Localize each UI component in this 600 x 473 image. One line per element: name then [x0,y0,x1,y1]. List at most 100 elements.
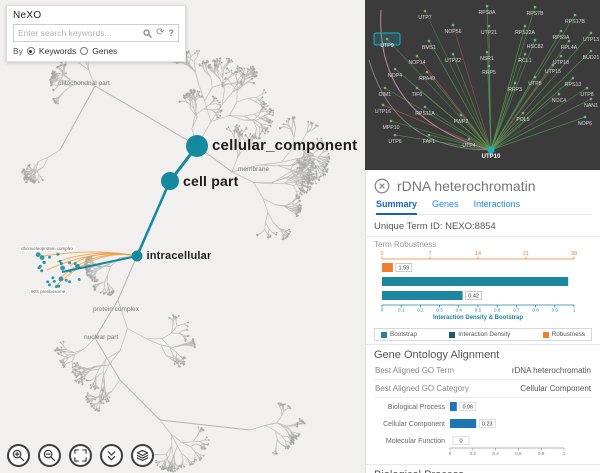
layers-icon [136,449,149,462]
zoom-in-button[interactable] [7,444,30,467]
svg-text:Cellular Component: Cellular Component [383,421,445,428]
double-chevron-down-icon [107,451,116,461]
gene-node-label[interactable]: UTP13 [583,37,599,43]
term-node-label[interactable]: cell part [183,172,239,189]
gene-node-label[interactable]: TIF6 [412,92,423,98]
tab-genes[interactable]: Genes [432,199,459,209]
term-node-label[interactable]: cellular_component [212,137,358,155]
svg-text:0.8: 0.8 [538,451,545,456]
legend-swatch [449,331,456,338]
magnifier-icon [143,28,152,38]
gene-node-label[interactable]: UTP7 [418,15,431,21]
gene-node-label[interactable]: NOP6 [578,121,592,127]
refresh-icon[interactable]: ⟳ [156,27,165,38]
help-icon[interactable]: ? [168,27,175,38]
search-box[interactable]: ⟳ ? [13,24,179,42]
term-details-panel: rDNA heterochromatin Summary Genes Inter… [365,170,600,473]
gene-node-label[interactable]: NOP14 [408,60,425,66]
gene-node-label[interactable]: UTP5 [528,81,541,87]
radio-keywords[interactable] [26,47,35,55]
close-icon[interactable] [374,178,390,194]
gene-node-label[interactable]: RRP3 [508,87,522,93]
gene-node-label[interactable]: RPS8A [478,10,496,16]
legend-swatch [542,331,549,338]
layers-button[interactable] [131,444,154,467]
gene-node-label[interactable]: PWP2 [454,119,469,125]
details-header: rDNA heterochromatin [374,178,592,194]
gene-node-label[interactable]: FAF1 [423,139,436,145]
term-node-label[interactable]: membrane [238,166,270,173]
svg-text:0.3: 0.3 [436,308,443,313]
gene-node-label[interactable]: UTP10 [482,154,501,160]
gene-node-label[interactable]: UTP8 [580,92,593,98]
zoom-out-button[interactable] [38,444,61,467]
gene-node-label[interactable]: UTP4 [462,143,475,149]
gene-node-label[interactable]: NOP4 [388,73,402,79]
gene-node-label[interactable]: RPS11A [415,111,435,117]
gene-node-label[interactable]: RPS17B [565,19,585,25]
svg-text:0: 0 [449,451,452,456]
term-node-label[interactable]: mitochondrial part [58,80,110,87]
svg-text:1: 1 [563,451,566,456]
fit-to-screen-button[interactable] [69,444,92,467]
svg-text:0: 0 [459,439,462,445]
gene-node-label[interactable]: RCL1 [518,58,531,64]
gene-node-label[interactable]: UTP22 [445,58,461,64]
gene-node-label[interactable]: DIM1 [379,92,392,98]
legend-label: Interaction Density [458,331,511,338]
gene-node-label[interactable]: RPS22A [515,30,535,36]
gene-network-panel[interactable]: UTP7 RPS8A RPS7B RPS17B NOP56 UTP21 RPS22A RPS9… [365,0,600,170]
term-node-label[interactable]: protein complex [93,306,139,313]
gene-node-label[interactable]: NOC4 [552,98,567,104]
legend-item: Interaction Density [449,331,510,338]
gene-node-label[interactable]: BMS1 [422,45,436,51]
gene-node-label[interactable]: POL5 [516,117,529,123]
search-icon[interactable] [143,28,152,38]
radio-genes[interactable] [80,47,89,55]
go-row-value: Cellular Component [520,384,591,393]
gene-node-label[interactable]: UTP16 [375,109,391,115]
svg-text:0.2: 0.2 [417,308,424,313]
search-mode-row: By Keywords Genes [13,46,179,56]
gene-node-label[interactable]: RPS7B [526,11,544,17]
gene-node-label[interactable]: UTP15 [545,69,561,75]
gene-node-label[interactable]: BUD21 [583,55,600,61]
svg-text:28: 28 [571,251,577,257]
gene-node-label[interactable]: RPL4A [561,45,578,51]
gene-node-label[interactable]: UTP6 [388,139,401,145]
collapse-levels-button[interactable] [100,444,123,467]
gene-node-label[interactable]: NOP56 [444,29,461,35]
ontology-tree-canvas[interactable] [0,0,365,473]
zoom-out-icon [43,449,56,462]
gene-node-label[interactable]: RPS13 [565,82,582,88]
term-node-label[interactable]: 90S preribosome [30,289,67,294]
gene-node-label[interactable]: NAN1 [584,103,598,109]
gene-node-label[interactable]: UTP18 [553,60,569,66]
gene-node-label[interactable]: HSC82 [527,44,544,50]
term-node-label[interactable]: ribonucleoprotein complex [20,246,75,251]
gene-node-label[interactable]: UTP9 [380,43,393,49]
legend-label: Bootstrap [390,331,417,338]
svg-text:0.7: 0.7 [513,308,520,313]
gene-node-label[interactable]: NSR1 [480,56,494,62]
gene-network-canvas[interactable]: UTP7 RPS8A RPS7B RPS17B NOP56 UTP21 RPS22A RPS9… [365,0,600,170]
map-toolbar [7,444,154,467]
gene-node-label[interactable]: RRP5 [482,70,496,76]
gene-node-label[interactable]: MPP10 [382,125,399,131]
tab-interactions[interactable]: Interactions [473,199,521,209]
radio-genes-label[interactable]: Genes [92,46,118,56]
gene-node-label[interactable]: RPA49 [419,76,435,82]
term-node-label[interactable]: intracellular [146,249,212,262]
term-node-label[interactable]: nuclear part [84,334,119,341]
gene-node-label[interactable]: UTP21 [481,30,497,36]
search-input[interactable] [18,28,140,38]
svg-text:Interaction Density & Bootstra: Interaction Density & Bootstrap [433,315,523,321]
gene-node-label[interactable]: RPS9A [552,35,570,41]
radio-keywords-label[interactable]: Keywords [38,46,77,56]
svg-text:0.8: 0.8 [532,308,539,313]
tab-summary[interactable]: Summary [376,199,418,215]
